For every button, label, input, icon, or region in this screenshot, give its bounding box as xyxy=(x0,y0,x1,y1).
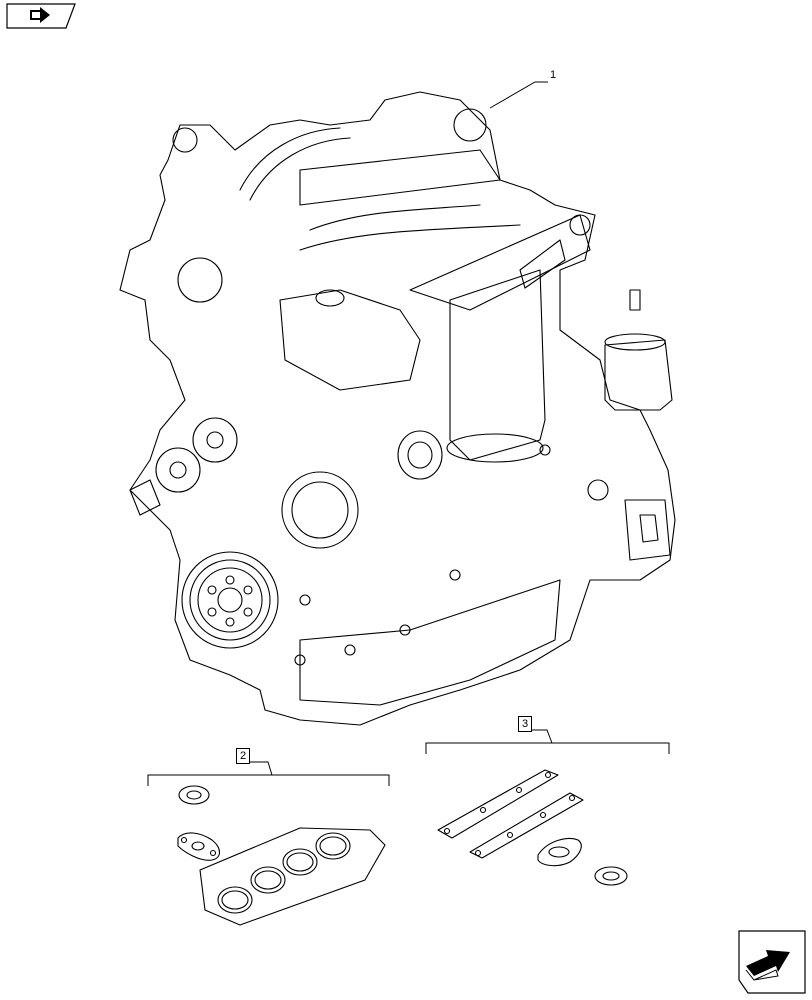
washer-3 xyxy=(594,866,628,886)
callout-2-bracket xyxy=(147,761,390,786)
callout-2-label: 2 xyxy=(236,748,250,764)
callout-3-bracket xyxy=(425,729,670,754)
next-page-arrow-icon[interactable] xyxy=(738,930,806,994)
valve-cover xyxy=(279,289,421,391)
callout-3-label: 3 xyxy=(518,716,532,732)
book-arrow-icon[interactable] xyxy=(6,3,76,29)
washer-2 xyxy=(178,785,210,805)
fuel-filter xyxy=(449,269,546,461)
callout-1-label: 1 xyxy=(550,69,557,81)
oil-sump xyxy=(299,579,561,706)
flange xyxy=(624,499,671,561)
small-gasket-2 xyxy=(177,832,221,861)
manifold-gasket-3a xyxy=(437,769,559,839)
oil-filter xyxy=(604,339,673,411)
gear-housing xyxy=(281,471,359,549)
small-gasket-3 xyxy=(537,837,582,867)
head-gasket-2 xyxy=(199,827,386,926)
crank-pulley xyxy=(181,551,279,649)
engine-block-outline xyxy=(119,91,676,726)
water-pump xyxy=(192,417,238,463)
callout-1-leader xyxy=(489,81,548,109)
